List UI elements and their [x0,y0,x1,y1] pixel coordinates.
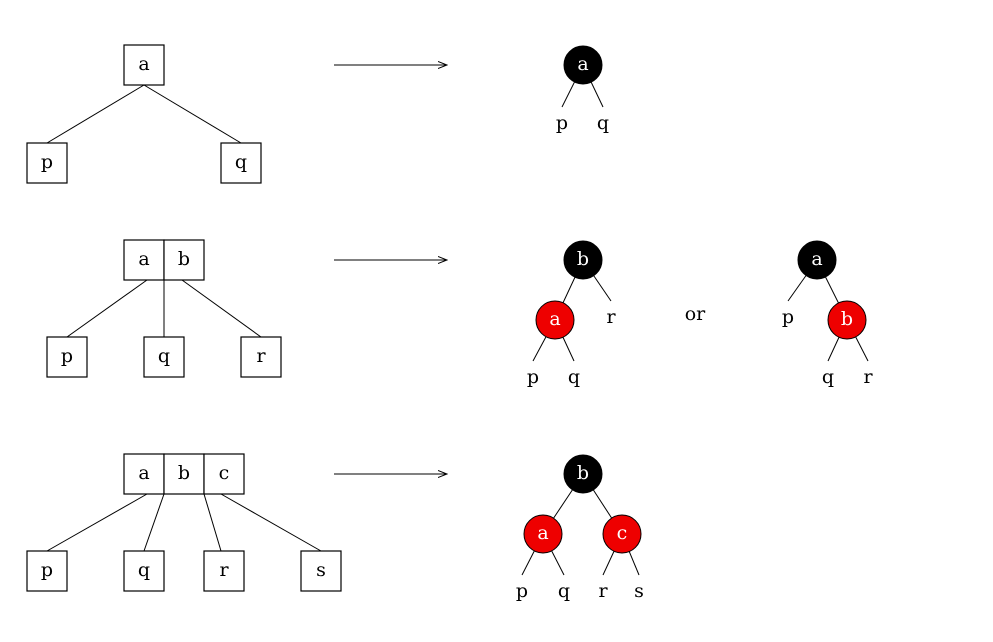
node-label: a [577,53,588,75]
edge [46,493,148,552]
child-label: p [41,559,53,581]
leaf-label: r [863,366,873,388]
black-node: a [797,240,837,280]
node-label: a [811,248,822,270]
key-label: b [178,462,190,484]
child-label: q [235,151,247,173]
node-label: a [537,522,548,544]
row-2-234-node: a b p q r [46,239,282,378]
child-label: p [61,345,73,367]
red-node: a [535,300,575,340]
row-1-234-node: a p q [26,44,262,184]
leaf-label: q [558,580,570,602]
row-2: a b p q r [46,239,873,388]
row-3-red-black-tree: b a c p q r s [516,454,644,602]
key-box: a [123,453,165,495]
key-label: c [219,462,230,484]
edge [143,84,242,144]
key-label: a [138,248,149,270]
child-box: r [240,336,282,378]
black-node: b [563,454,603,494]
node-label: a [549,308,560,330]
edge [66,279,148,338]
row-2-red-black-tree-2: a b p q r [782,240,873,388]
child-box: p [46,336,88,378]
edge [203,493,222,552]
child-box: q [220,142,262,184]
child-box: q [143,336,185,378]
key-label: b [178,248,190,270]
key-box: a [123,44,165,86]
child-label: q [138,559,150,581]
key-label: a [138,53,149,75]
key-box: a [123,239,165,281]
child-label: r [219,559,229,581]
red-node: b [827,300,867,340]
leaf-label: p [516,580,528,602]
leaf-label: p [556,112,568,134]
leaf-label: p [527,366,539,388]
red-node: a [523,514,563,554]
row-1: a p q a p q [26,44,609,184]
leaf-label: q [597,112,609,134]
child-label: p [41,151,53,173]
node-label: c [617,522,628,544]
row-1-red-black-tree: a p q [556,45,609,134]
leaf-label: p [782,306,794,328]
row-2-red-black-tree-1: b a r p q [527,240,616,388]
key-box: c [203,453,245,495]
leaf-label: q [568,366,580,388]
edge [143,493,165,552]
edge [220,493,322,552]
child-label: r [256,345,266,367]
child-box: p [26,142,68,184]
leaf-label: s [634,580,644,602]
edge [46,84,145,144]
node-label: b [577,462,589,484]
row-3-234-node: a b c p q r s [26,453,342,592]
child-box: q [123,550,165,592]
node-label: b [577,248,589,270]
node-label: b [841,308,853,330]
black-node: a [563,45,603,85]
key-box: b [163,239,205,281]
key-label: a [138,462,149,484]
child-box: p [26,550,68,592]
leaf-label: r [598,580,608,602]
leaf-label: q [822,366,834,388]
child-box: r [203,550,245,592]
child-box: s [300,550,342,592]
key-box: b [163,453,205,495]
child-label: q [158,345,170,367]
red-node: c [602,514,642,554]
or-separator: or [685,303,706,325]
row-3: a b c p q r s [26,453,644,602]
edge [181,279,262,338]
child-label: s [316,559,326,581]
black-node: b [563,240,603,280]
leaf-label: r [606,306,616,328]
